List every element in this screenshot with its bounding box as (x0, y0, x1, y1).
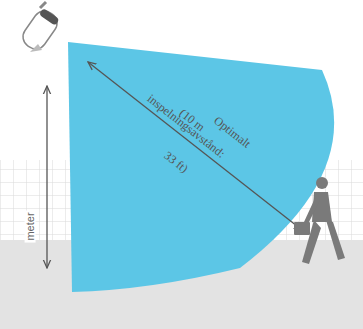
distance-arrow (88, 62, 302, 230)
height-label: meter (25, 210, 36, 242)
walking-person (294, 177, 345, 264)
height-arrow (46, 86, 47, 268)
detection-area (68, 42, 334, 292)
camera-icon (19, 2, 62, 53)
